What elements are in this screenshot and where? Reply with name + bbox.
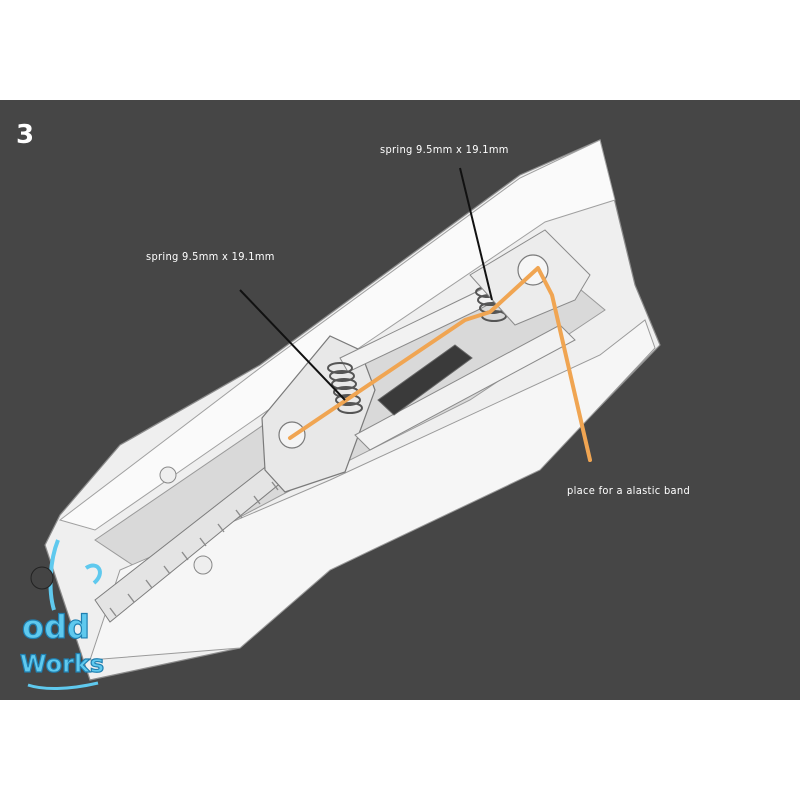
elastic-band-label: place for a alastic band — [567, 484, 691, 497]
leader-spring-left — [239, 289, 346, 401]
rail-slot — [377, 344, 473, 416]
elastic-band — [288, 266, 592, 462]
diagram-svg: odd Works — [19, 139, 661, 691]
spring-left-label: spring 9.5mm x 19.1mm — [146, 250, 275, 263]
odd-works-logo: odd Works — [19, 539, 105, 691]
knob-left — [159, 466, 177, 484]
spring-top-label: spring 9.5mm x 19.1mm — [380, 143, 509, 156]
leader-spring-top — [459, 167, 493, 301]
slider-block — [261, 335, 376, 493]
knob-lower — [193, 555, 213, 575]
diagram-canvas: odd Works 3 spring 9.5mm x 19.1mm spring… — [0, 100, 800, 700]
svg-text:Works: Works — [20, 650, 104, 678]
rod-threads — [109, 481, 279, 617]
svg-text:odd: odd — [22, 608, 90, 646]
rail-lower — [354, 324, 576, 451]
step-number: 3 — [16, 120, 35, 150]
